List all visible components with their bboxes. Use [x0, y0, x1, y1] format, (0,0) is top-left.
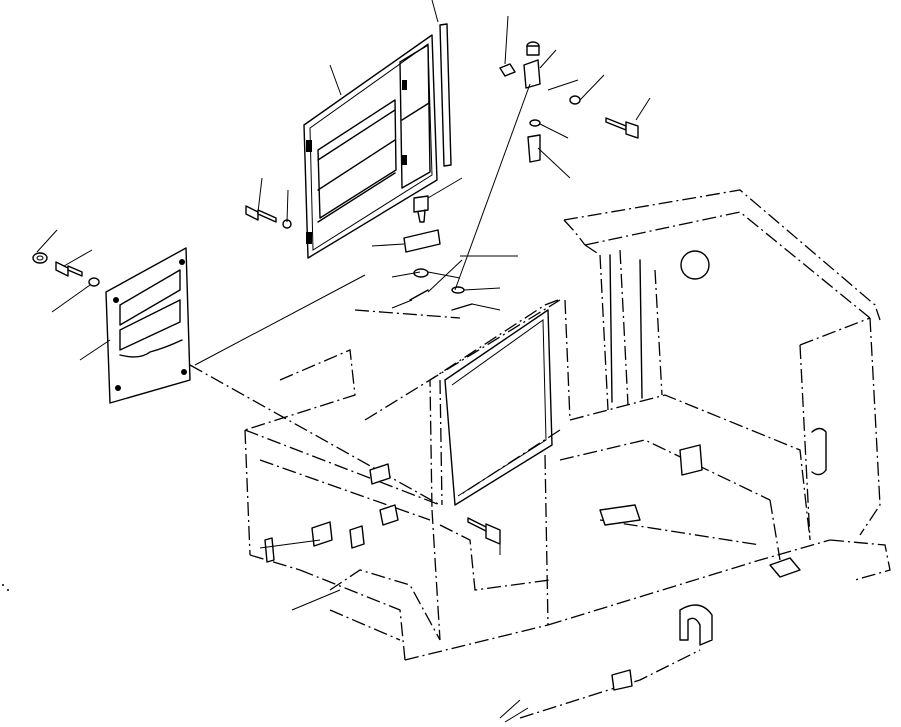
- registration-marks: [2, 584, 9, 591]
- bolt: [245, 205, 277, 223]
- nut: [32, 252, 48, 264]
- bolt: [467, 517, 501, 545]
- cab-floor-hardware: [264, 444, 801, 691]
- leader-lines: [36, 0, 651, 723]
- washer: [88, 277, 100, 287]
- cab-window: [444, 250, 710, 506]
- cab-frame: [189, 189, 891, 719]
- latch-assembly: [403, 195, 473, 311]
- rear-door-panel: [303, 23, 452, 259]
- bolt: [55, 261, 83, 277]
- bolt: [605, 117, 639, 139]
- grab-handle: [811, 427, 827, 476]
- hinge-bracket: [499, 41, 581, 163]
- side-cover-panel: [105, 247, 191, 404]
